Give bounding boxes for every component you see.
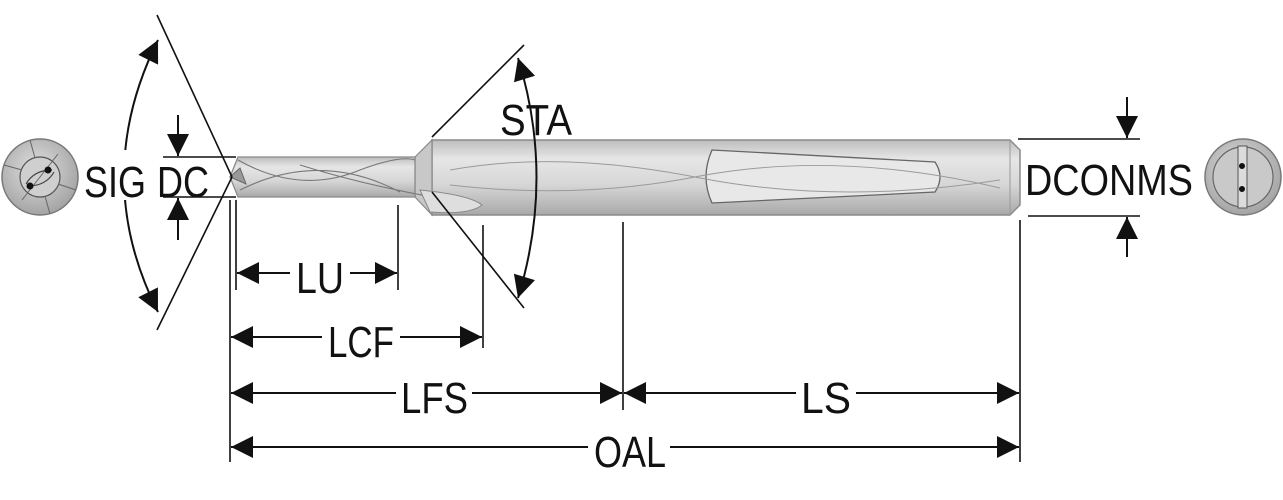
lu-label: LU <box>296 254 344 303</box>
drill-shank-end-view <box>1204 138 1282 216</box>
oal-label: OAL <box>594 428 666 477</box>
dc-dimension: DC <box>157 115 236 240</box>
sta-dimension: STA <box>431 44 573 309</box>
sig-dimension: SIG <box>80 14 233 331</box>
lfs-label: LFS <box>401 374 468 423</box>
ls-dimension: LS <box>624 374 1019 423</box>
drill-tip-end-view <box>1 138 79 216</box>
oal-dimension: OAL <box>231 428 1019 477</box>
lu-dimension: LU <box>237 254 397 303</box>
drill-side-view <box>229 138 1021 217</box>
ls-label: LS <box>801 374 851 423</box>
dc-label: DC <box>157 158 209 207</box>
dconms-label: DCONMS <box>1025 156 1193 205</box>
lcf-label: LCF <box>328 318 394 367</box>
extension-lines <box>229 200 1021 462</box>
lfs-dimension: LFS <box>231 374 622 423</box>
lcf-dimension: LCF <box>231 318 482 367</box>
dconms-dimension: DCONMS <box>1018 97 1193 257</box>
sig-label: SIG <box>84 158 146 207</box>
sta-label: STA <box>500 96 573 145</box>
